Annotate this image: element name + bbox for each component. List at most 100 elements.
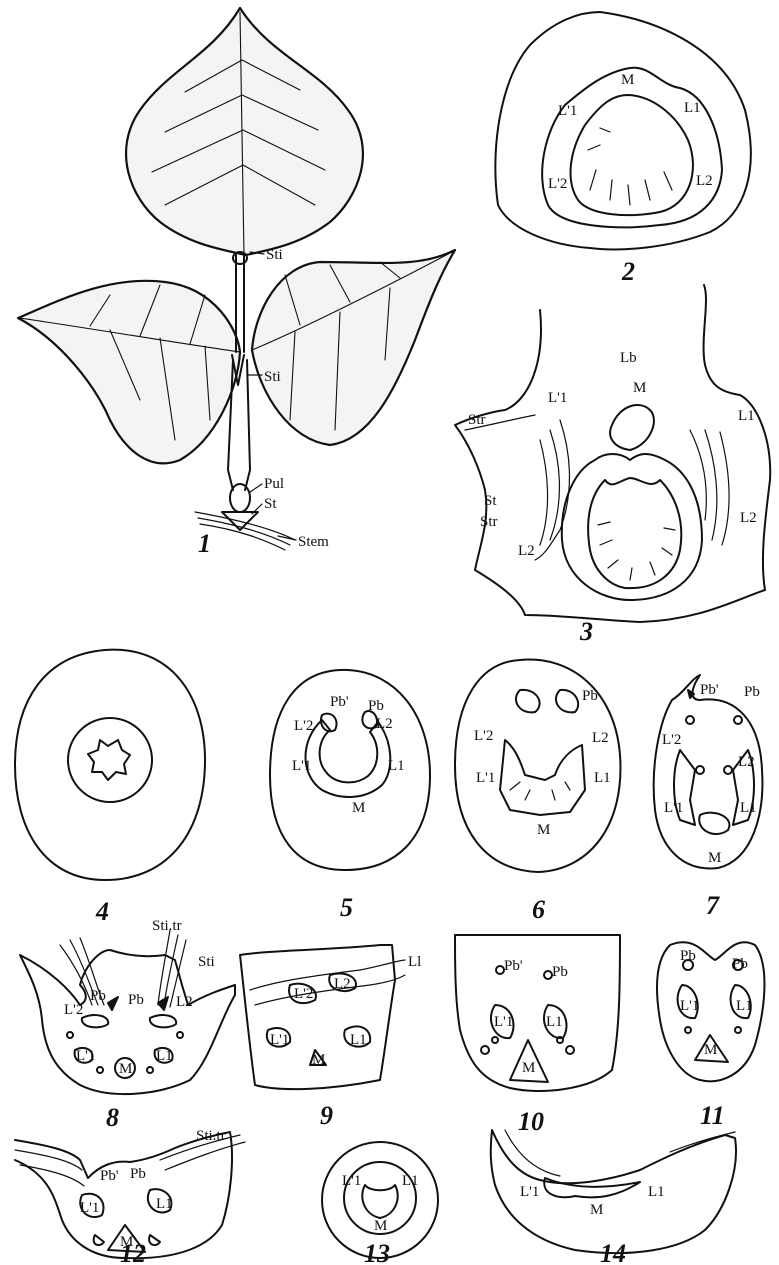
figure-6-section: Pb L'2 L2 L'1 L1 M 6 xyxy=(455,660,620,924)
fig7-label-l1p: L'1 xyxy=(664,800,683,816)
fig8-label-sti: Sti xyxy=(198,954,215,970)
fig3-label-l1p: L'1 xyxy=(548,390,567,406)
fig3-label-lb: Lb xyxy=(620,350,637,366)
fig5-label-l1: L1 xyxy=(388,758,405,774)
fig2-outline xyxy=(495,12,750,249)
figure-number-1: 1 xyxy=(198,529,211,558)
fig3-label-str-top: Str xyxy=(468,412,486,428)
fig7-label-l2p: L'2 xyxy=(662,732,681,748)
fig5-label-pb: Pb xyxy=(368,698,384,714)
figure-number-4: 4 xyxy=(95,897,109,926)
figure-number-8: 8 xyxy=(106,1103,119,1132)
fig11-label-l1: L1 xyxy=(736,998,753,1014)
fig3-label-str-bot: Str xyxy=(480,514,498,530)
figure-11-section: Pb Pb L'1 L1 M 11 xyxy=(657,942,764,1130)
fig8-label-l2: L2 xyxy=(176,994,193,1010)
fig1-label-pul: Pul xyxy=(264,476,284,492)
fig13-label-l1p: L'1 xyxy=(342,1173,361,1189)
fig12-label-stitr: Sti.tr xyxy=(196,1128,226,1144)
figure-8-section: Sti.tr Sti Pb Pb L'2 L2 L'1 L1 M 8 xyxy=(20,918,235,1132)
fig9-label-l2: L2 xyxy=(334,976,351,992)
fig6-label-l1p: L'1 xyxy=(476,770,495,786)
terminal-leaflet xyxy=(126,8,363,255)
fig11-label-l1p: L'1 xyxy=(680,998,699,1014)
fig10-label-pb: Pb xyxy=(552,964,568,980)
fig8-label-l2p: L'2 xyxy=(64,1002,83,1018)
figure-4-section: 4 xyxy=(15,650,205,926)
figure-number-10: 10 xyxy=(518,1107,544,1136)
fig2-label-m: M xyxy=(621,72,634,88)
fig8-label-pbp: Pb xyxy=(90,988,106,1004)
figure-number-5: 5 xyxy=(340,893,353,922)
fig7-label-l1: L1 xyxy=(740,800,757,816)
figure-number-2: 2 xyxy=(621,257,635,286)
figure-10-section: Pb' Pb L'1 L1 M 10 xyxy=(455,935,620,1136)
fig14-label-l1p: L'1 xyxy=(520,1184,539,1200)
figure-5-section: Pb' Pb L'2 L2 L'1 L1 M 5 xyxy=(270,670,430,922)
fig12-label-l1p: L'1 xyxy=(80,1200,99,1216)
fig9-label-m: M xyxy=(312,1052,325,1068)
fig8-label-stitr: Sti.tr xyxy=(152,918,182,934)
fig1-label-stem: Stem xyxy=(298,534,329,550)
fig3-label-m: M xyxy=(633,380,646,396)
figure-number-13: 13 xyxy=(364,1239,390,1265)
fig3-label-l2p: L2 xyxy=(518,543,535,559)
fig3-label-l2: L2 xyxy=(740,510,757,526)
fig5-label-l2p: L'2 xyxy=(294,718,313,734)
fig13-label-l1: L1 xyxy=(402,1173,419,1189)
fig2-label-l2p: L'2 xyxy=(548,176,567,192)
fig2-label-l1p: L'1 xyxy=(558,103,577,119)
fig8-label-m: M xyxy=(119,1061,132,1077)
fig6-label-m: M xyxy=(537,822,550,838)
fig2-label-l2: L2 xyxy=(696,173,713,189)
fig1-label-sti-top: Sti xyxy=(266,247,283,263)
fig11-label-m: M xyxy=(704,1042,717,1058)
fig2-label-l1: L1 xyxy=(684,100,701,116)
fig6-label-pb: Pb xyxy=(582,688,598,704)
figure-12-section: Pb' Pb Sti.tr L'1 L1 M 12 xyxy=(15,1128,245,1265)
figure-number-14: 14 xyxy=(600,1239,626,1265)
fig8-label-l1p: L'1 xyxy=(76,1048,95,1064)
fig10-label-m: M xyxy=(522,1060,535,1076)
fig3-petiole-core-inner xyxy=(588,478,681,588)
figure-14-section: L'1 L1 M 14 xyxy=(491,1130,736,1265)
fig3-label-st: St xyxy=(484,493,497,509)
fig5-label-l1p: L'1 xyxy=(292,758,311,774)
fig10-label-pbp: Pb' xyxy=(504,958,523,974)
figure-1-leaf: Sti Sti Pul St Stem 1 xyxy=(18,8,455,558)
figure-13-section: L'1 L1 M 13 xyxy=(322,1142,438,1265)
fig9-label-ll: Ll xyxy=(408,954,421,970)
fig9-label-l2p: L'2 xyxy=(294,986,313,1002)
fig11-label-pb: Pb xyxy=(732,956,748,972)
fig2-stele-outer xyxy=(542,68,722,228)
figure-number-7: 7 xyxy=(706,891,720,920)
fig9-label-l1p: L'1 xyxy=(270,1032,289,1048)
fig1-label-sti-mid: Sti xyxy=(264,369,281,385)
fig3-label-l1: L1 xyxy=(738,408,755,424)
fig7-label-pb: Pb xyxy=(744,684,760,700)
figure-2-section: M L'1 L1 L'2 L2 2 xyxy=(495,12,750,286)
fig5-label-m: M xyxy=(352,800,365,816)
figure-number-6: 6 xyxy=(532,895,545,924)
fig14-label-m: M xyxy=(590,1202,603,1218)
figure-number-12: 12 xyxy=(120,1239,146,1265)
figure-number-11: 11 xyxy=(700,1101,725,1130)
fig6-label-l2: L2 xyxy=(592,730,609,746)
figure-number-3: 3 xyxy=(579,617,593,646)
fig12-label-l1: L1 xyxy=(156,1196,173,1212)
fig10-label-l1: L1 xyxy=(546,1014,563,1030)
fig9-label-l1: L1 xyxy=(350,1032,367,1048)
fig7-label-pbp: Pb' xyxy=(700,682,719,698)
fig11-label-pbp: Pb xyxy=(680,948,696,964)
fig7-label-l2: L2 xyxy=(738,754,755,770)
fig8-label-l1: L1 xyxy=(156,1048,173,1064)
fig3-midrib-bundle xyxy=(610,405,654,450)
fig5-label-l2: L2 xyxy=(376,716,393,732)
fig13-label-m: M xyxy=(374,1218,387,1234)
figure-7-section: Pb' Pb L'2 L2 L'1 L1 M 7 xyxy=(654,675,763,920)
fig7-label-m: M xyxy=(708,850,721,866)
fig8-label-pb: Pb xyxy=(128,992,144,1008)
fig1-label-st: St xyxy=(264,496,277,512)
fig12-label-pbp: Pb' xyxy=(100,1168,119,1184)
